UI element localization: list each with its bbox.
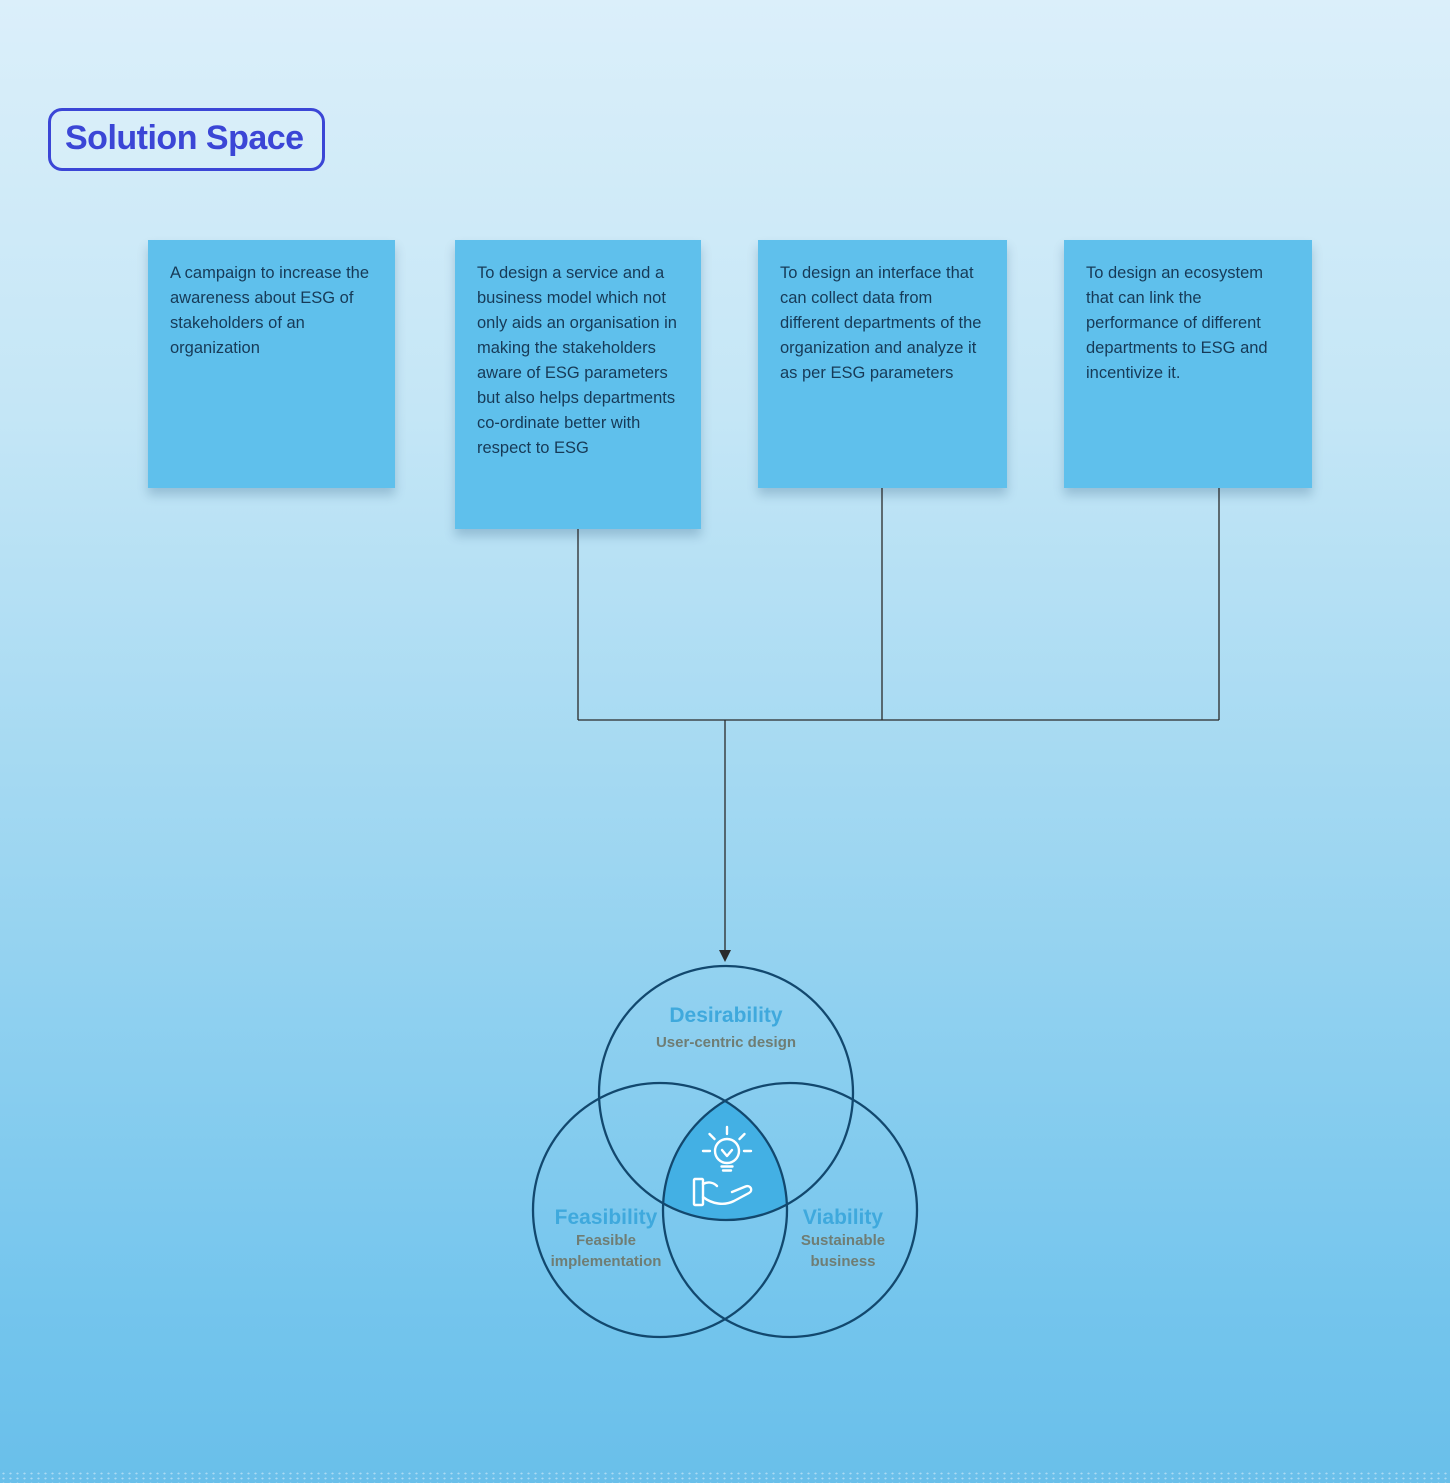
sticky-note-service-business-model[interactable]: To design a service and a business model… xyxy=(455,240,701,529)
bottom-texture-edge xyxy=(0,1471,1450,1483)
venn-label-feasibility: Feasibility xyxy=(554,1206,658,1229)
arrowhead-icon xyxy=(719,950,731,962)
venn-label-desirability: Desirability xyxy=(669,1004,783,1027)
venn-circles xyxy=(531,964,919,1339)
venn-center-region xyxy=(663,1100,787,1220)
venn-circle-feasibility xyxy=(531,1081,789,1339)
venn-sublabel-viability: Sustainable business xyxy=(800,1232,886,1270)
venn-circle-desirability xyxy=(597,964,855,1222)
sticky-note-campaign[interactable]: A campaign to increase the awareness abo… xyxy=(148,240,395,488)
lightbulb-in-hand-icon xyxy=(692,1125,753,1207)
venn-sublabel-desirability: User-centric design xyxy=(655,1034,797,1051)
connector-lines xyxy=(577,488,1220,952)
venn-sublabel-feasibility: Feasible implementation xyxy=(550,1232,662,1270)
sticky-note-interface[interactable]: To design an interface that can collect … xyxy=(758,240,1007,488)
venn-label-viability: Viability xyxy=(802,1206,884,1229)
page-title[interactable]: Solution Space xyxy=(48,108,325,171)
venn-circle-viability xyxy=(661,1081,919,1339)
sticky-note-ecosystem[interactable]: To design an ecosystem that can link the… xyxy=(1064,240,1312,488)
